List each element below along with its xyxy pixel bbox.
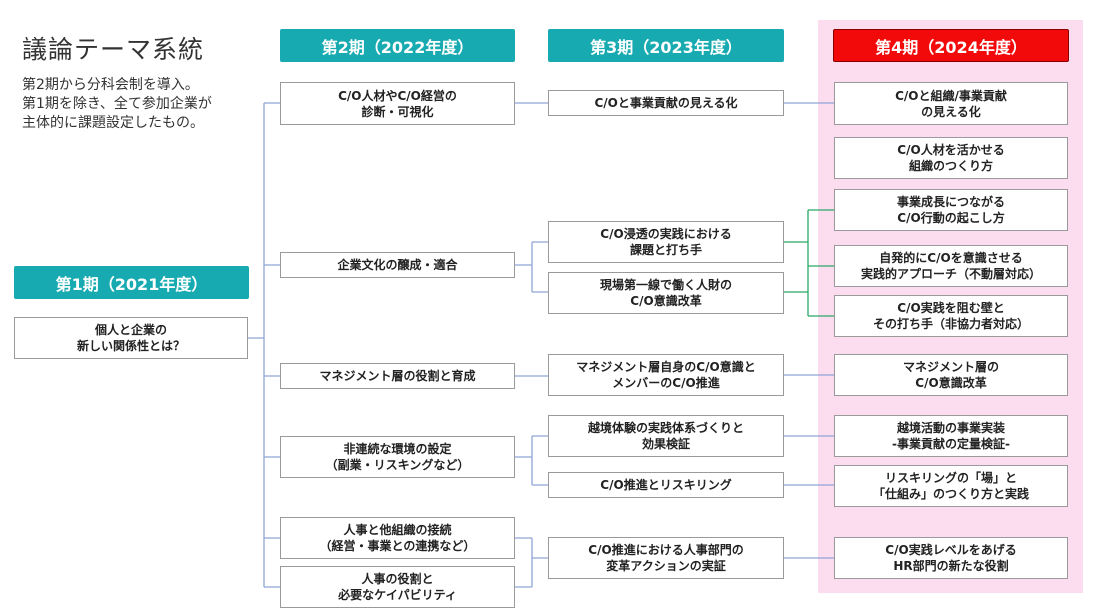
topic-text-line: C/Oと事業貢献の見える化	[594, 96, 738, 110]
topic-text-line: 越境活動の事業実装	[896, 421, 1005, 435]
topic-text-line: C/O推進における人事部門の	[588, 543, 744, 557]
topic-text-line: C/O実践レベルをあげる	[885, 543, 1017, 557]
col3-topic-box: 現場第一線で働く人財の C/O意識改革	[548, 272, 784, 314]
topic-text-line: （経営・事業との連携など）	[319, 539, 476, 553]
topic-text-line: C/O人材を活かせる	[897, 143, 1005, 157]
topic-text-line: C/O意識改革	[630, 294, 702, 308]
col4-topic-box: マネジメント層の C/O意識改革	[834, 354, 1068, 396]
col2-topic-box: 非連続な環境の設定 （副業・リスキングなど）	[280, 436, 515, 478]
topic-text-line: 「仕組み」のつくり方と実践	[872, 487, 1029, 501]
col3-topic-box: C/O推進とリスキリング	[548, 472, 784, 498]
topic-text-line: 事業成長につながる	[896, 195, 1005, 209]
period3-header: 第3期（2023年度）	[548, 29, 784, 62]
topic-text-line: C/O行動の起こし方	[897, 211, 1005, 225]
col1-topic-box: 個人と企業の新しい関係性とは？	[14, 317, 248, 359]
topic-text-line: C/Oと組織/事業貢献	[895, 88, 1007, 103]
topic-text-line: 個人と企業の	[94, 323, 167, 337]
topic-text-line: C/O浸透の実践における	[600, 227, 732, 241]
topic-text-line: C/O推進とリスキリング	[600, 478, 732, 492]
topic-text-line: 変革アクションの実証	[606, 559, 726, 573]
topic-text-line: メンバーのC/O推進	[612, 376, 720, 390]
topic-text-line: 人事と他組織の接続	[343, 523, 452, 537]
topic-text-line: 診断・可視化	[361, 104, 434, 119]
col4-topic-box: 越境活動の事業実装 -事業貢献の定量検証-	[834, 415, 1068, 457]
topic-text-line: 越境体験の実践体系づくりと	[587, 421, 744, 435]
topic-text-line: の見える化	[921, 104, 981, 119]
topic-text-line: 効果検証	[641, 437, 690, 451]
topic-text-line: 実践的アプローチ（不動層対応）	[860, 267, 1041, 281]
col4-topic-box: リスキリングの「場」と「仕組み」のつくり方と実践	[834, 465, 1068, 507]
period2-header: 第2期（2022年度）	[280, 29, 515, 62]
topic-text-line: マネジメント層の役割と育成	[319, 369, 476, 383]
topic-text-line: -事業貢献の定量検証-	[892, 437, 1010, 451]
col3-topic-box: マネジメント層自身のC/O意識とメンバーのC/O推進	[548, 354, 784, 396]
topic-text-line: C/O人材やC/O経営の	[338, 88, 457, 103]
topic-text-line: 自発的にC/Oを意識させる	[879, 251, 1023, 265]
topic-text-line: その打ち手（非協力者対応）	[872, 317, 1029, 331]
col2-topic-box: 企業文化の醸成・適合	[280, 252, 515, 278]
topic-text-line: （副業・リスキングなど）	[325, 458, 470, 472]
page-title: 議論テーマ系統	[22, 35, 205, 64]
description-line: 主体的に課題設定したもの。	[22, 115, 204, 131]
col3-topic-box: C/O浸透の実践における課題と打ち手	[548, 221, 784, 263]
description: 第2期から分科会制を導入。 第1期を除き、全て参加企業が 主体的に課題設定したも…	[22, 76, 212, 133]
topic-text-line: C/O実践を阻む壁と	[897, 301, 1005, 315]
col4-topic-box: 自発的にC/Oを意識させる実践的アプローチ（不動層対応）	[834, 245, 1068, 287]
col4-topic-box: C/O人材を活かせる組織のつくり方	[834, 137, 1068, 179]
col4-topic-box: C/O実践を阻む壁とその打ち手（非協力者対応）	[834, 295, 1068, 337]
topic-text-line: 現場第一線で働く人財の	[599, 278, 732, 292]
period4-header: 第4期（2024年度）	[833, 29, 1069, 62]
period1-header: 第1期（2021年度）	[14, 266, 249, 299]
col4-topic-box: C/O実践レベルをあげる HR部門の新たな役割	[834, 537, 1068, 579]
topic-text-line: C/O意識改革	[915, 376, 987, 390]
topic-text-line: 企業文化の醸成・適合	[337, 258, 458, 272]
col3-topic-box: C/Oと事業貢献の見える化	[548, 90, 784, 116]
col4-topic-box: 事業成長につながる C/O行動の起こし方	[834, 189, 1068, 231]
topic-text-line: リスキリングの「場」と	[884, 471, 1017, 485]
col2-topic-box: 人事と他組織の接続 （経営・事業との連携など）	[280, 517, 515, 559]
topic-text-line: 新しい関係性とは？	[76, 339, 185, 353]
topic-text-line: HR部門の新たな役割	[893, 559, 1009, 573]
topic-text-line: 非連続な環境の設定	[343, 442, 452, 456]
description-line: 第2期から分科会制を導入。	[22, 77, 199, 93]
col2-topic-box: マネジメント層の役割と育成	[280, 363, 515, 389]
topic-text-line: マネジメント層自身のC/O意識と	[576, 360, 756, 374]
col4-topic-box: C/Oと組織/事業貢献の見える化	[834, 82, 1068, 125]
col2-topic-box: 人事の役割と必要なケイパビリティ	[280, 566, 515, 608]
topic-text-line: 人事の役割と	[361, 572, 434, 586]
topic-text-line: マネジメント層の	[902, 360, 999, 374]
topic-text-line: 課題と打ち手	[629, 243, 702, 257]
description-line: 第1期を除き、全て参加企業が	[22, 96, 212, 112]
col3-topic-box: 越境体験の実践体系づくりと効果検証	[548, 415, 784, 457]
col2-topic-box: C/O人材やC/O経営の診断・可視化	[280, 82, 515, 125]
topic-text-line: 必要なケイパビリティ	[338, 588, 457, 602]
col3-topic-box: C/O推進における人事部門の変革アクションの実証	[548, 537, 784, 579]
topic-text-line: 組織のつくり方	[908, 159, 993, 173]
